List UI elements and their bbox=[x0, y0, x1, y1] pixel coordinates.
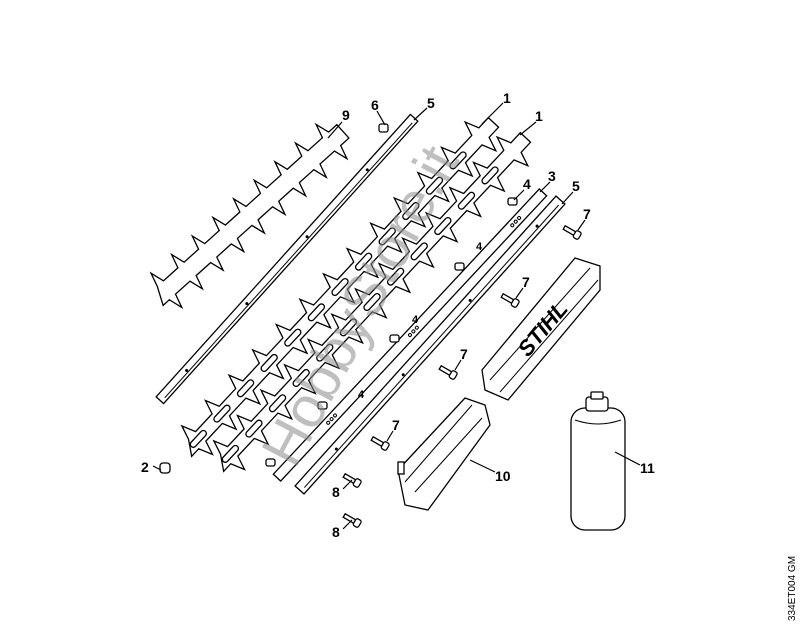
screw-icons bbox=[342, 224, 582, 528]
strip-5-right bbox=[294, 195, 566, 495]
nut-6-icon bbox=[378, 123, 389, 133]
blade-lower-9 bbox=[149, 122, 350, 310]
callout-2: 2 bbox=[141, 459, 149, 475]
screw-icon bbox=[342, 472, 362, 488]
callout-8a: 8 bbox=[332, 484, 340, 500]
blade-slot bbox=[339, 318, 358, 337]
callout-10: 10 bbox=[495, 468, 511, 484]
strip-5-left bbox=[155, 113, 419, 405]
callout-7c: 7 bbox=[460, 346, 468, 362]
blade-upper-1a bbox=[180, 116, 500, 458]
callout-11: 11 bbox=[640, 460, 655, 476]
blade-slot bbox=[425, 176, 444, 195]
callout-5-right: 5 bbox=[572, 178, 580, 194]
blade-slot bbox=[363, 292, 381, 312]
blade-slot bbox=[236, 379, 255, 398]
blade-slot bbox=[316, 343, 334, 362]
guard-10 bbox=[397, 397, 491, 511]
callout-3: 3 bbox=[548, 168, 556, 184]
screw-icon bbox=[438, 364, 458, 380]
callout-6: 6 bbox=[371, 97, 379, 113]
blade-slot bbox=[221, 444, 240, 463]
blade-slot bbox=[410, 242, 428, 261]
screw-icon bbox=[562, 224, 582, 240]
blade-slot bbox=[284, 328, 302, 347]
screw-icon bbox=[370, 435, 390, 451]
callout-9: 9 bbox=[342, 107, 350, 123]
spacer-icon bbox=[265, 197, 518, 467]
callout-4: 4 bbox=[523, 176, 531, 192]
blade-slot bbox=[260, 353, 278, 372]
blade-outline bbox=[149, 122, 350, 310]
callout-inner-4b: 4 bbox=[412, 314, 419, 326]
nut-2-icon bbox=[159, 462, 171, 474]
callout-inner-4a: 4 bbox=[476, 241, 483, 253]
callout-1b: 1 bbox=[535, 108, 543, 124]
bar-3 bbox=[272, 188, 548, 482]
screw-icon bbox=[500, 292, 520, 308]
blade-slot bbox=[449, 151, 467, 170]
callout-7a: 7 bbox=[583, 206, 591, 222]
callout-8b: 8 bbox=[332, 524, 340, 540]
blade-slot bbox=[457, 191, 476, 210]
blade-slot bbox=[378, 227, 396, 246]
blade-slot bbox=[292, 368, 310, 387]
bottle-11 bbox=[570, 391, 626, 531]
callout-inner-4c: 4 bbox=[358, 389, 365, 401]
leader-lines bbox=[152, 102, 641, 530]
callout-5-left: 5 bbox=[427, 95, 435, 111]
callout-1a: 1 bbox=[503, 90, 511, 106]
callout-7b: 7 bbox=[522, 274, 530, 290]
guard-stihl: STIHL bbox=[481, 257, 601, 401]
blade-slot bbox=[268, 394, 287, 413]
blade-slot bbox=[402, 202, 420, 221]
blade-slot bbox=[307, 303, 326, 322]
drawing-code: 334ET004 GM bbox=[787, 556, 798, 621]
blade-slot bbox=[331, 277, 349, 297]
blade-slot bbox=[189, 429, 208, 448]
blade-upper-1b bbox=[212, 131, 532, 473]
callout-7d: 7 bbox=[392, 417, 400, 433]
blade-slot bbox=[434, 217, 452, 236]
screw-icon bbox=[342, 512, 362, 528]
blade-slot bbox=[245, 419, 263, 438]
blade-slot bbox=[213, 404, 231, 423]
blade-slot bbox=[386, 267, 405, 286]
blade-slot bbox=[481, 166, 499, 185]
blade-slot bbox=[354, 252, 373, 271]
